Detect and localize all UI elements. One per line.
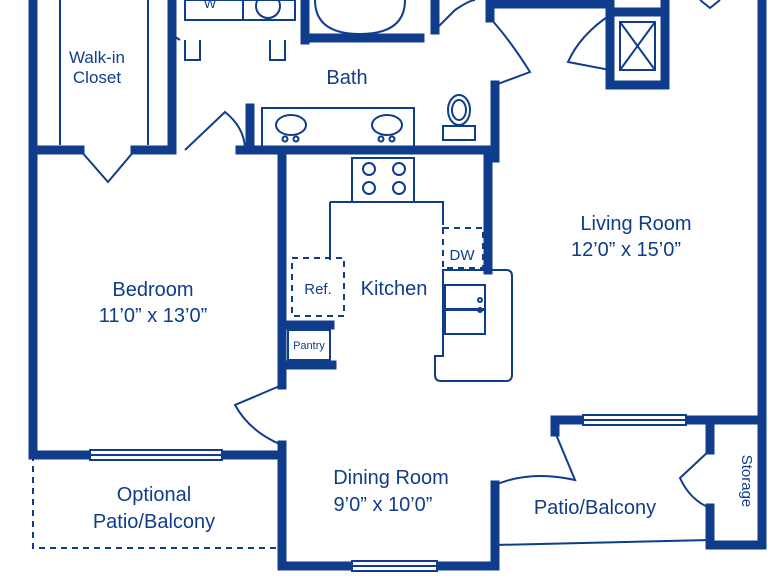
pantry-label: Pantry: [293, 340, 325, 352]
walkin-closet-label-2: Closet: [73, 68, 121, 87]
dishwasher-label: DW: [450, 247, 476, 264]
optional-patio-outline: [32, 455, 282, 549]
sink-icon: [371, 114, 403, 143]
sink-icon: [444, 284, 486, 335]
living-room-size: 12’0” x 15’0”: [571, 239, 681, 261]
pantry: [287, 329, 331, 361]
sink-icon: [275, 114, 307, 143]
storage-label: Storage: [738, 455, 755, 508]
kitchen-counter: [329, 201, 444, 260]
bath-label: Bath: [326, 67, 367, 89]
patio-label: Patio/Balcony: [534, 497, 656, 519]
window-icon: [89, 449, 223, 461]
dining-room-size: 9’0” x 10’0”: [334, 494, 433, 516]
living-room-label: Living Room: [580, 213, 691, 235]
washer-icon: [184, 0, 296, 21]
bedroom-label: Bedroom: [112, 279, 193, 301]
dining-room-label: Dining Room: [333, 467, 449, 489]
kitchen-island: [434, 269, 513, 382]
refrigerator: [291, 257, 345, 317]
room-labels: Walk-in Closet Bath Bedroom 11’0” x 13’0…: [69, 0, 755, 533]
bathtub-icon: [314, 0, 406, 36]
dishwasher: [442, 227, 484, 269]
washer-label: W: [204, 0, 217, 11]
bedroom-size: 11’0” x 13’0”: [99, 305, 208, 327]
window-icon: [351, 560, 438, 572]
kitchen-label: Kitchen: [361, 278, 428, 300]
door-swing-icon: [79, 0, 721, 509]
optional-patio-label-1: Optional: [117, 484, 192, 506]
window-icon: [582, 414, 687, 426]
stove-icon: [351, 157, 415, 203]
toilet-icon: [442, 94, 476, 141]
refrigerator-label: Ref.: [304, 281, 332, 298]
closet-inner-lines: [59, 0, 149, 145]
vanity-counter: [261, 107, 415, 151]
patio-outline: [494, 539, 711, 546]
water-heater-icon: [619, 21, 656, 71]
walkin-closet-label-1: Walk-in: [69, 48, 125, 67]
optional-patio-label-2: Patio/Balcony: [93, 511, 215, 533]
